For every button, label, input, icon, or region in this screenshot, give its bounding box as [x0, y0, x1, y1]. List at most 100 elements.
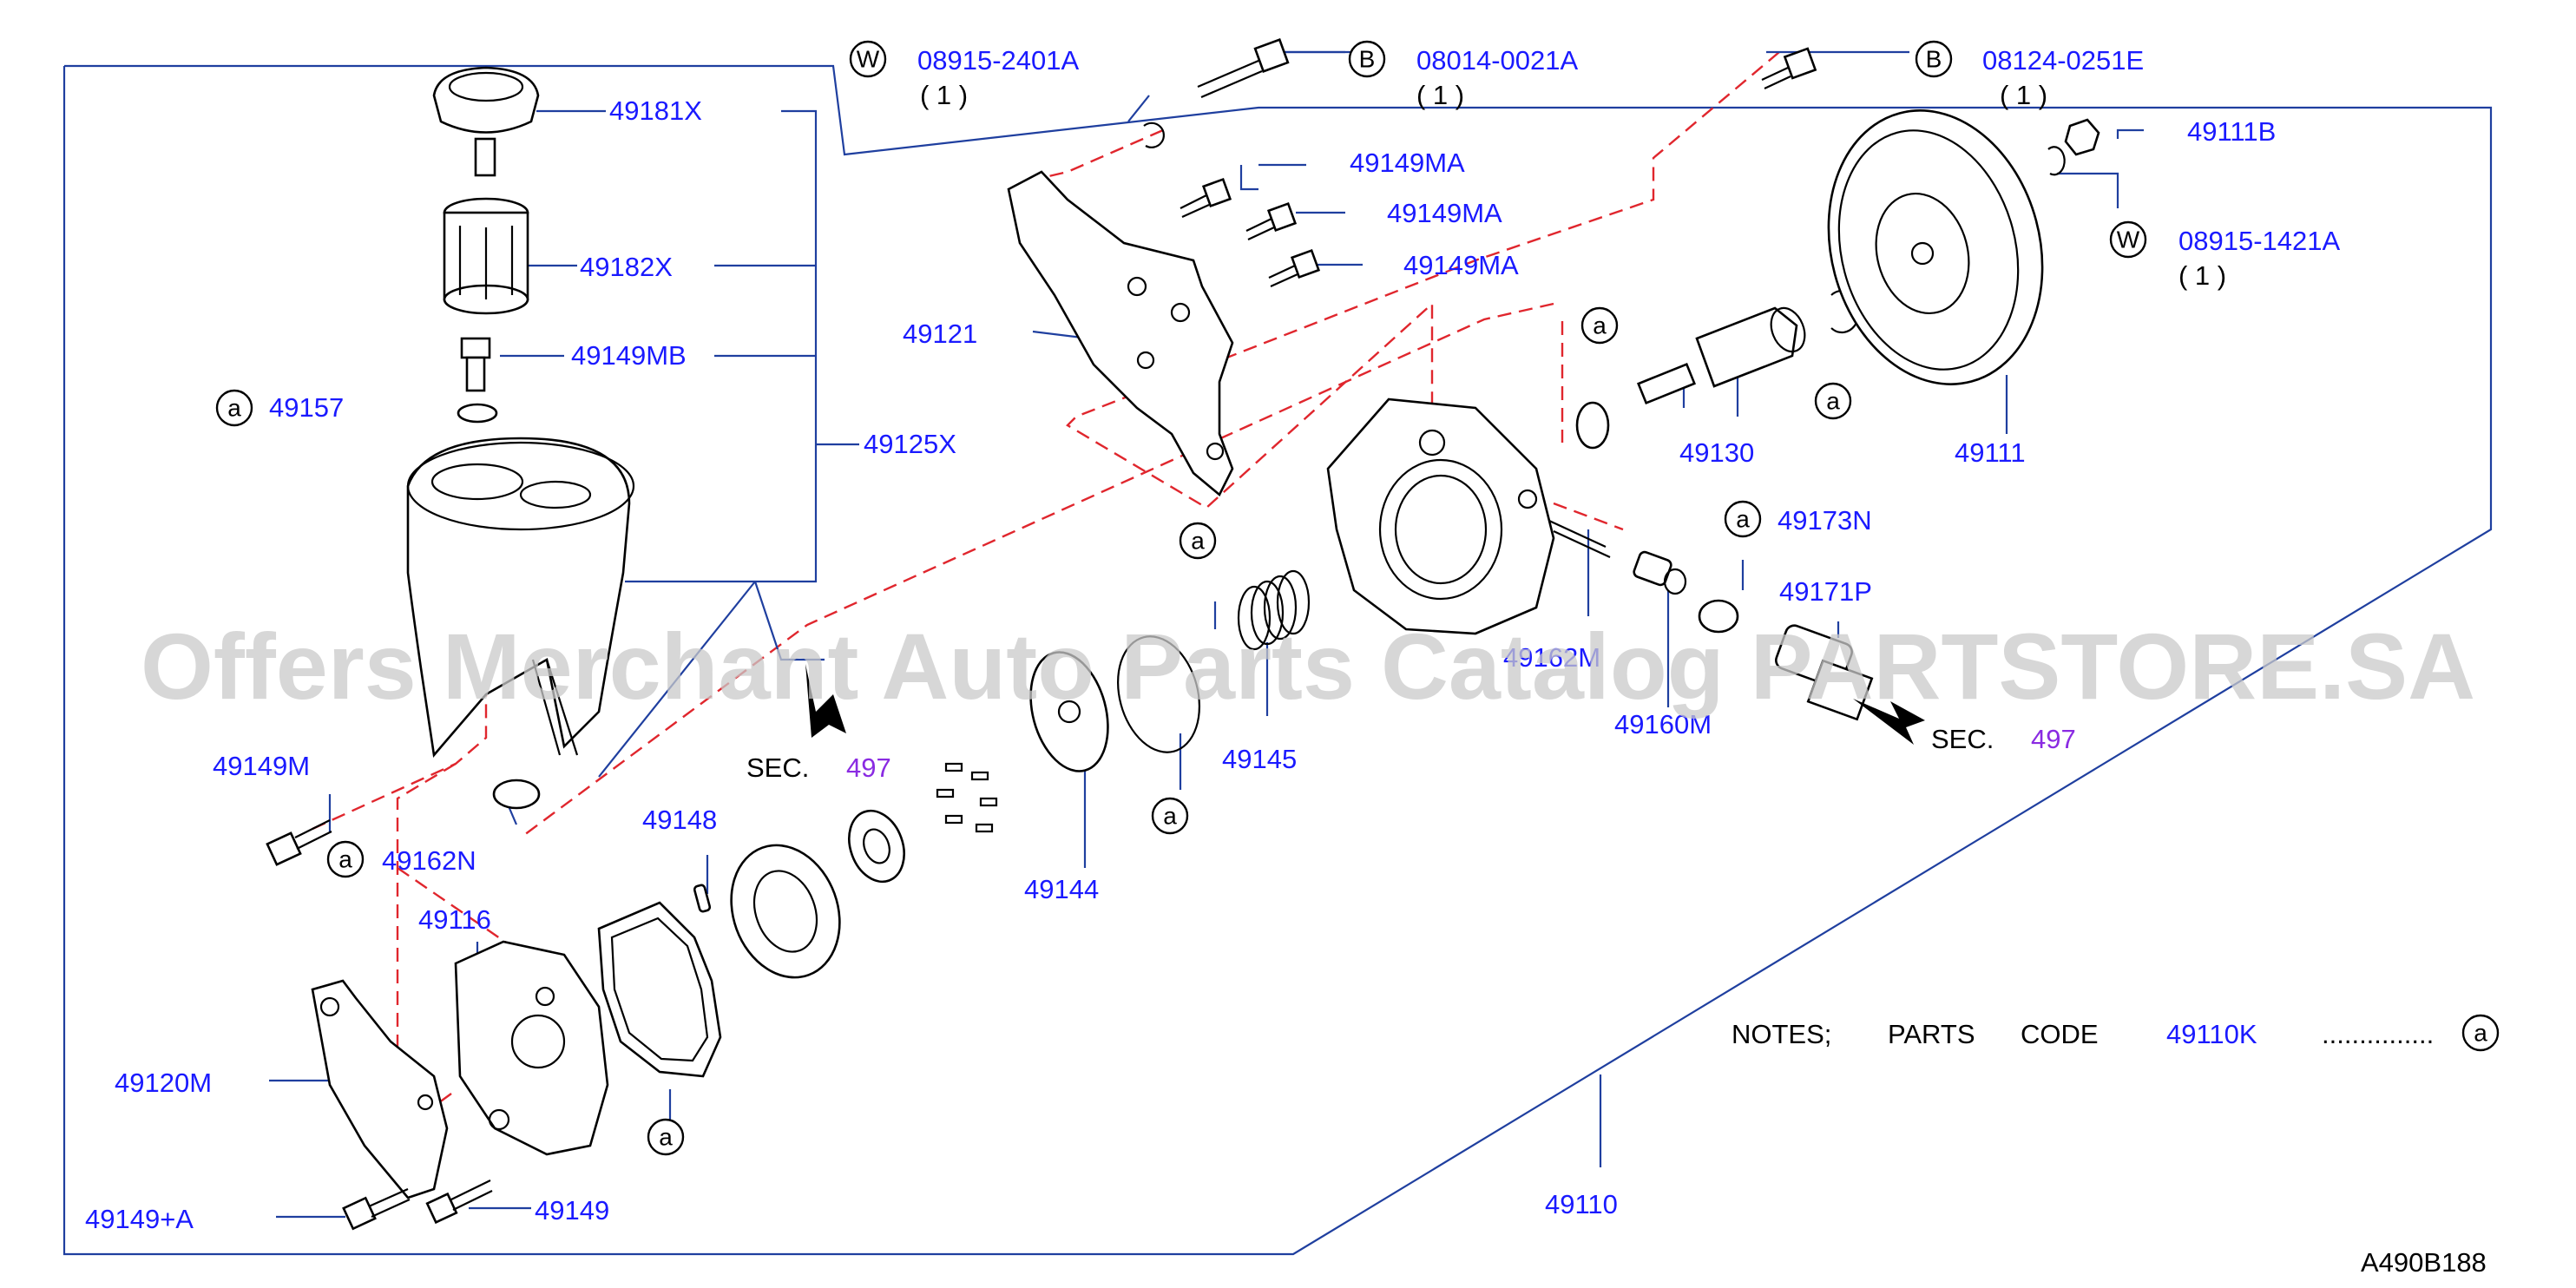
notes-parts: PARTS	[1888, 1019, 1975, 1049]
circled-symbols: W B B W a a a a a a a a a	[215, 40, 2500, 1156]
b-symbol-1: B	[1348, 40, 1386, 78]
label-49111b: 49111B	[2187, 116, 2276, 147]
parts	[266, 38, 2100, 1231]
pump-rear-body-drawing	[454, 940, 609, 1156]
svg-text:W: W	[2117, 227, 2140, 253]
kit-symbol-oring-bottom: a	[1151, 797, 1189, 835]
bolt-49149m-drawing	[266, 819, 332, 866]
label-49121: 49121	[903, 319, 977, 349]
label-49162m: 49162M	[1503, 642, 1600, 673]
label-49120m: 49120M	[115, 1068, 212, 1098]
oring-large-drawing	[1117, 635, 1200, 753]
top-bolts-drawing	[1197, 38, 1817, 99]
sec-references: SEC. 497 SEC. 497	[746, 724, 2076, 783]
svg-text:a: a	[1163, 803, 1177, 830]
notes-kit-number: 49110K	[2166, 1019, 2257, 1049]
bolts-bottom-drawing	[342, 1180, 493, 1231]
label-49116: 49116	[418, 904, 491, 935]
sec-label-left: SEC.	[746, 752, 809, 783]
diagram-id: A490B188	[2361, 1247, 2487, 1278]
sec-number-left: 497	[846, 752, 891, 783]
washer-drawing	[457, 403, 498, 424]
label-49149ma-3: 49149MA	[1403, 250, 1519, 280]
sec-number-right: 497	[2031, 724, 2076, 754]
w-symbol-1: W	[849, 40, 887, 78]
kit-symbol-seal: a	[1580, 306, 1619, 345]
label-49149m: 49149M	[213, 751, 310, 781]
kit-symbol-snap-ring: a	[1814, 382, 1852, 420]
label-49182x: 49182X	[580, 252, 673, 282]
vanes-drawing	[936, 762, 998, 833]
reservoir-tank-drawing	[406, 437, 635, 759]
label-b2-code: 08124-0251E	[1982, 45, 2144, 76]
shaft-seal-drawing	[1575, 401, 1610, 450]
kit-symbol-49162n: a	[326, 840, 365, 878]
notes-prefix: NOTES;	[1732, 1019, 1831, 1049]
label-49149ma-1: 49149MA	[1350, 148, 1465, 178]
b-symbol-2: B	[1915, 40, 1953, 78]
notes: NOTES; PARTS CODE 49110K ...............	[1732, 1019, 2434, 1049]
bracket-49121-drawing	[1007, 170, 1234, 497]
pulley-drawing	[1827, 109, 2044, 385]
label-49181x: 49181X	[609, 95, 702, 126]
small-oring-drawing	[1698, 599, 1739, 634]
label-w1-code: 08915-2401A	[917, 45, 1079, 76]
label-49162n: 49162N	[382, 845, 476, 876]
label-b2-qty: ( 1 )	[2000, 80, 2047, 110]
label-w1-qty: ( 1 )	[920, 80, 968, 110]
watermark: Offers Merchant Auto Parts Catalog PARTS…	[141, 614, 2475, 719]
reservoir-filter-drawing	[443, 197, 529, 315]
oring-drawing	[492, 779, 541, 810]
svg-text:W: W	[857, 46, 880, 73]
label-49149mb: 49149MB	[571, 340, 687, 371]
side-plate-drawing	[1029, 651, 1109, 772]
svg-text:a: a	[659, 1124, 673, 1151]
kit-symbol-gasket: a	[647, 1118, 685, 1156]
snap-ring-drawing	[1143, 122, 1165, 148]
label-49149a: 49149+A	[85, 1204, 194, 1234]
label-b1-qty: ( 1 )	[1416, 80, 1464, 110]
cam-ring-drawing	[730, 844, 841, 979]
label-49145: 49145	[1222, 744, 1297, 774]
label-49160m: 49160M	[1614, 709, 1712, 739]
label-49144: 49144	[1024, 874, 1099, 904]
notes-dots: ...............	[2322, 1019, 2434, 1049]
label-49111: 49111	[1955, 437, 2026, 468]
svg-text:a: a	[1593, 312, 1607, 339]
kit-symbol-49157: a	[215, 389, 253, 427]
connector-drawing	[1633, 550, 1687, 595]
kit-symbol-notes: a	[2461, 1014, 2500, 1052]
bracket-49120m-drawing	[311, 979, 449, 1199]
svg-text:B: B	[1926, 46, 1942, 73]
nut-drawing	[2064, 118, 2100, 156]
label-w2-code: 08915-1421A	[2178, 226, 2340, 256]
pin-drawing	[693, 884, 712, 913]
svg-text:B: B	[1359, 46, 1376, 73]
label-49157: 49157	[269, 392, 344, 423]
svg-text:a: a	[227, 395, 241, 422]
bolts-49149ma-drawing	[1180, 177, 1321, 288]
svg-text:a: a	[1826, 388, 1840, 415]
label-49173n: 49173N	[1778, 505, 1872, 536]
pump-front-body-drawing	[1326, 398, 1555, 635]
label-w2-qty: ( 1 )	[2178, 260, 2226, 291]
svg-text:a: a	[2474, 1020, 2487, 1047]
svg-text:a: a	[1736, 506, 1750, 533]
label-49149: 49149	[535, 1195, 609, 1226]
label-49110: 49110	[1545, 1189, 1618, 1219]
kit-symbol-oring-top: a	[1179, 522, 1217, 560]
kit-symbol-49173n: a	[1724, 500, 1762, 538]
label-49148: 49148	[642, 805, 717, 835]
spring-drawing	[1237, 569, 1311, 651]
valve-spring-drawing	[1548, 520, 1611, 558]
w-symbol-2: W	[2109, 220, 2147, 259]
label-49130: 49130	[1679, 437, 1754, 468]
assembly-outline	[62, 64, 2493, 1256]
reservoir-cap-drawing	[432, 66, 540, 177]
label-b1-code: 08014-0021A	[1416, 45, 1578, 76]
fitting-drawing	[1775, 624, 1874, 721]
shaft-drawing	[1636, 306, 1806, 405]
sec-arrow-right	[1853, 699, 1925, 745]
label-49149ma-2: 49149MA	[1387, 198, 1502, 228]
